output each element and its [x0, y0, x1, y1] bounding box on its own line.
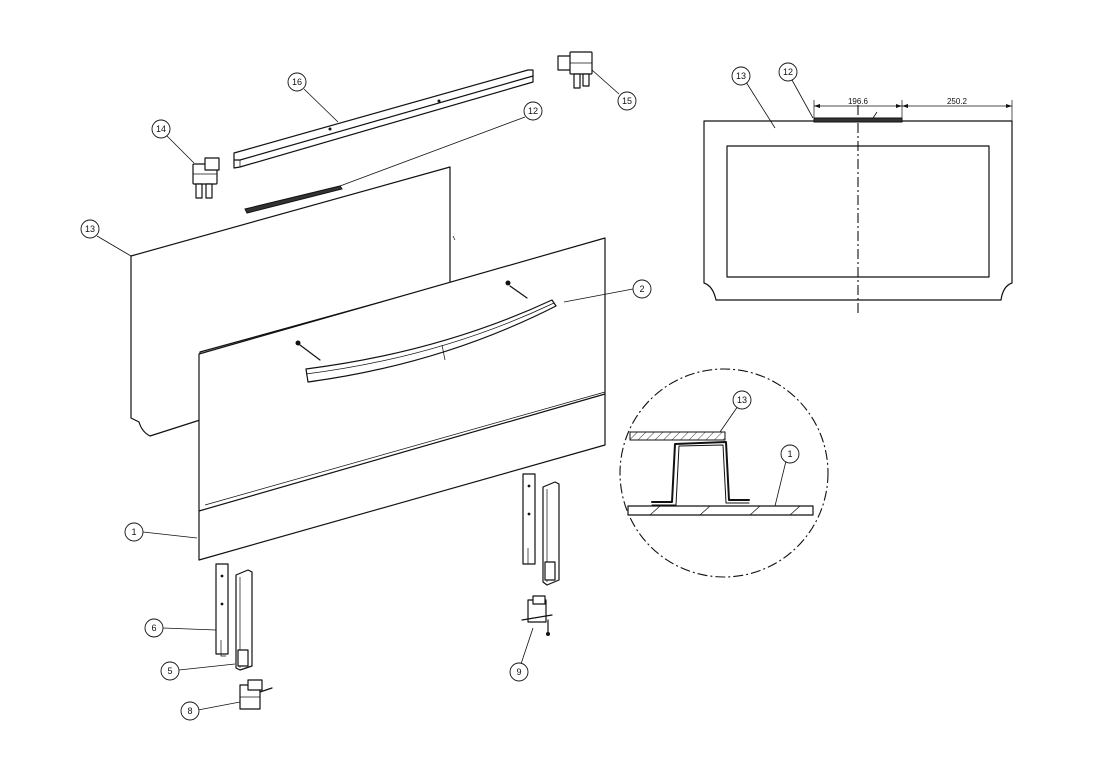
- right-hinge-housing-part: [542, 481, 560, 586]
- svg-text:13: 13: [737, 395, 747, 405]
- outer-door-panel-part: [198, 237, 606, 561]
- svg-text:13: 13: [85, 224, 95, 234]
- callout-13-front-view: 13: [731, 66, 751, 86]
- svg-text:5: 5: [167, 666, 172, 676]
- svg-text:12: 12: [783, 67, 793, 77]
- leader-lines: [96, 69, 814, 711]
- callout-12: 12: [523, 101, 543, 121]
- door-handle-part: [295, 280, 557, 383]
- callout-14: 14: [151, 119, 171, 139]
- top-rail-part: [233, 69, 534, 169]
- svg-text:2: 2: [639, 284, 644, 294]
- callout-6: 6: [144, 618, 164, 638]
- dimension-label-2: 250.2: [947, 97, 968, 106]
- inner-glass-panel-part: [130, 166, 456, 437]
- svg-text:12: 12: [528, 106, 538, 116]
- svg-text:8: 8: [187, 706, 192, 716]
- callout-15: 15: [617, 91, 637, 111]
- callout-5: 5: [160, 661, 180, 681]
- callout-9: 9: [509, 662, 529, 682]
- callout-1: 1: [124, 522, 144, 542]
- front-view-glass-panel: 196.6 250.2: [703, 97, 1013, 313]
- callout-1-detail: 1: [780, 444, 800, 464]
- svg-text:9: 9: [516, 667, 521, 677]
- detail-section-view: [619, 368, 829, 578]
- left-corner-bracket-part: [192, 157, 220, 199]
- callout-16: 16: [287, 72, 307, 92]
- rail-screw-hole: [437, 99, 441, 103]
- handle-screw: [295, 340, 301, 346]
- callout-12-front-view: 12: [778, 62, 798, 82]
- glass-strip-part: [244, 185, 343, 214]
- callout-2: 2: [632, 279, 652, 299]
- svg-text:6: 6: [151, 623, 156, 633]
- svg-text:16: 16: [292, 77, 302, 87]
- svg-text:1: 1: [131, 527, 136, 537]
- callout-13: 13: [80, 219, 100, 239]
- svg-text:1: 1: [787, 449, 792, 459]
- rail-screw-hole: [328, 127, 332, 131]
- svg-text:15: 15: [622, 96, 632, 106]
- callout-8: 8: [180, 701, 200, 721]
- handle-screw: [505, 280, 511, 286]
- svg-text:13: 13: [736, 71, 746, 81]
- callout-13-detail: 13: [732, 390, 752, 410]
- dimension-label-1: 196.6: [848, 97, 869, 106]
- left-hinge-receiver-part: [239, 679, 273, 710]
- svg-text:14: 14: [156, 124, 166, 134]
- right-hinge-receiver-part: [521, 595, 553, 636]
- left-hinge-housing-part: [235, 569, 253, 671]
- right-hinge-arm-part: [522, 473, 536, 565]
- left-hinge-arm-part: [215, 563, 229, 657]
- right-corner-bracket-part: [557, 51, 593, 89]
